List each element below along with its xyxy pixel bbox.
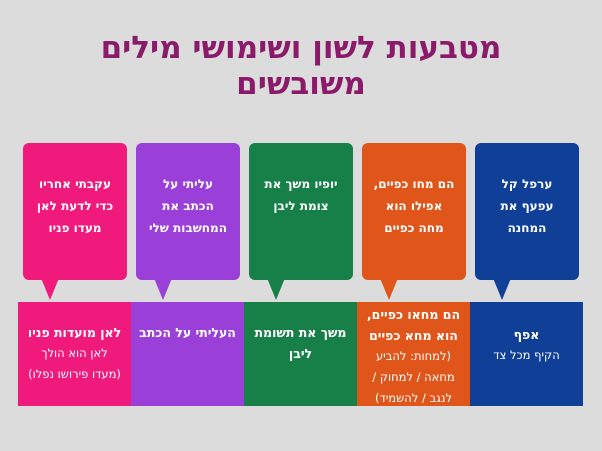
answer-main: אפף <box>513 327 540 342</box>
answer-main: משך את תשומת <box>254 325 347 340</box>
bubble-text: יופיו משך את <box>264 177 338 191</box>
bubble-text: המחנה <box>507 221 547 235</box>
bubble-text: מחה כפיים <box>384 221 444 235</box>
bubble-text: עפעף את <box>500 199 554 213</box>
bubble-text: צומת ליבן <box>273 199 329 213</box>
answer-box-pink: לאן מועדות פניו לאן הוא הולך (מעדו פירוש… <box>18 302 131 406</box>
answer-sub: (למחות: להביע <box>375 349 452 363</box>
bubble-text: כדי לדעת לאן <box>36 199 114 213</box>
bubble-text: הכתב את <box>162 199 214 213</box>
bubble-tail-orange <box>380 278 398 300</box>
bubble-green: יופיו משך את צומת ליבן <box>249 143 353 280</box>
answer-box-orange: הם מחאו כפיים, הוא מחא כפיים (למחות: להב… <box>357 302 470 406</box>
bubble-text: אפילו הוא <box>385 199 443 213</box>
title-line-2: משובשים <box>236 66 366 102</box>
answer-main: ליבן <box>288 346 313 361</box>
bubble-text: הם מחו כפיים, <box>373 177 455 191</box>
answer-sub: לאן הוא הולך <box>41 346 108 360</box>
answer-box-blue: אפף הקיף מכל צד <box>470 302 583 406</box>
bubble-text: ערפל קל <box>501 177 553 191</box>
bubble-tail-blue <box>493 278 511 300</box>
answer-sub: לנגב / להשמיד) <box>374 391 453 405</box>
page-title: מטבעות לשון ושימושי מילים משובשים <box>0 30 602 102</box>
bubble-tail-purple <box>154 278 172 300</box>
bubble-blue: ערפל קל עפעף את המחנה <box>475 143 579 280</box>
bubble-tail-pink <box>41 278 59 300</box>
answer-main: הוא מחא כפיים <box>369 328 458 343</box>
bubble-text: עקבתי אחריו <box>39 177 111 191</box>
title-line-1: מטבעות לשון ושימושי מילים <box>100 30 502 66</box>
answer-main: העליתי על הכתב <box>139 325 236 340</box>
bubble-text: מעדו פניו <box>48 221 102 235</box>
answer-main: הם מחאו כפיים, <box>366 307 461 322</box>
bubble-text: עליתי על <box>163 177 213 191</box>
bubble-pink: עקבתי אחריו כדי לדעת לאן מעדו פניו <box>23 143 127 280</box>
bubble-text: המחשבות שלי <box>149 221 227 235</box>
answer-sub: הקיף מכל צד <box>493 348 560 362</box>
bubble-orange: הם מחו כפיים, אפילו הוא מחה כפיים <box>362 143 466 280</box>
answer-sub: (מעדו פירושו נפלו) <box>28 367 121 381</box>
bubble-tail-green <box>267 278 285 300</box>
answer-sub: מחאה / למחוק / <box>372 370 455 384</box>
answer-box-green: משך את תשומת ליבן <box>244 302 357 406</box>
answer-main: לאן מועדות פניו <box>27 325 122 340</box>
answer-box-purple: העליתי על הכתב <box>131 302 244 406</box>
bubble-purple: עליתי על הכתב את המחשבות שלי <box>136 143 240 280</box>
